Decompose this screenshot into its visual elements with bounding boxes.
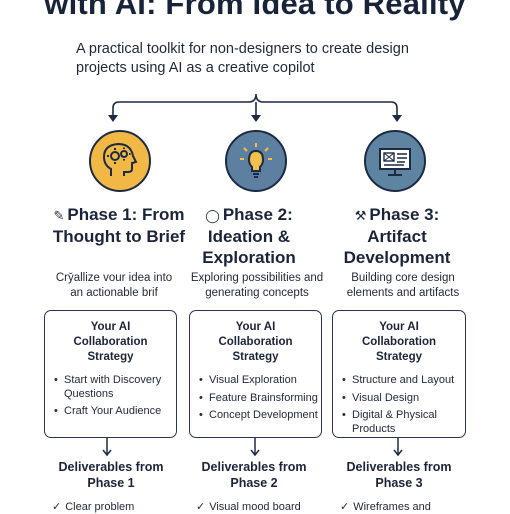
check-icon: ✓ bbox=[340, 501, 350, 513]
phase-2-description: Exploring possibilities and generating c… bbox=[190, 272, 324, 299]
box-title: Your AI Collaboration Strategy bbox=[218, 321, 293, 363]
page-title: with AI: From Idea to Reality bbox=[44, 0, 466, 21]
check-icon: ✓ bbox=[52, 501, 62, 513]
phase-1-title: ✎Phase 1: From Thought to Brief bbox=[52, 205, 186, 246]
deliverables-title: Deliverables from Phase 1 bbox=[58, 460, 164, 490]
strategy-list: Start with Discovery Questions Craft You… bbox=[45, 374, 176, 419]
deliverable-item: ✓Visual mood board bbox=[196, 501, 301, 513]
check-icon: ✓ bbox=[196, 501, 206, 513]
page-subtitle: A practical toolkit for non-designers to… bbox=[76, 41, 409, 76]
down-arrow-icon bbox=[393, 438, 403, 457]
list-item: Concept Development bbox=[199, 409, 321, 423]
phase-1-strategy-box: Your AI Collaboration Strategy Start wit… bbox=[44, 310, 177, 438]
monitor-icon bbox=[364, 130, 426, 192]
list-item: Start with Discovery Questions bbox=[54, 374, 176, 401]
strategy-list: Structure and Layout Visual Design Digit… bbox=[333, 374, 465, 436]
phase-2-strategy-box: Your AI Collaboration Strategy Visual Ex… bbox=[189, 310, 322, 438]
tools-icon: ⚒ bbox=[354, 208, 367, 223]
list-item: Digital & Physical Products bbox=[342, 409, 465, 436]
phase-3-title: ⚒Phase 3: Artifact Development bbox=[343, 205, 451, 267]
list-item: Feature Brainsforming bbox=[199, 392, 321, 406]
box-title: Your AI Collaboration Strategy bbox=[73, 321, 148, 363]
deliverable-item: ✓Clear problem bbox=[52, 501, 135, 513]
list-item: Visual Exploration bbox=[199, 374, 321, 388]
deliverables-title: Deliverables from Phase 2 bbox=[201, 460, 307, 490]
phase-2-title: ◯Phase 2: Ideation & Exploration bbox=[202, 205, 296, 267]
down-arrow-icon bbox=[102, 438, 112, 457]
down-arrow-icon bbox=[250, 438, 260, 457]
shield-icon: ◯ bbox=[205, 208, 220, 223]
list-item: Craft Your Audience bbox=[54, 405, 176, 419]
phase-1-description: Cry̆allize vour idea into an actionable … bbox=[55, 272, 173, 299]
pencil-icon: ✎ bbox=[53, 208, 65, 223]
lightbulb-icon bbox=[225, 130, 287, 192]
list-item: Structure and Layout bbox=[342, 374, 465, 388]
deliverables-title: Deliverables from Phase 3 bbox=[346, 460, 452, 490]
strategy-list: Visual Exploration Feature Brainsforming… bbox=[190, 374, 321, 423]
deliverable-item: ✓Wireframes and bbox=[340, 501, 431, 513]
list-item: Visual Design bbox=[342, 392, 465, 406]
box-title: Your AI Collaboration Strategy bbox=[361, 321, 437, 363]
phase-3-description: Building core design elements and artifa… bbox=[346, 272, 460, 299]
head-gears-icon bbox=[89, 130, 151, 192]
phase-3-strategy-box: Your AI Collaboration Strategy Structure… bbox=[332, 310, 466, 438]
